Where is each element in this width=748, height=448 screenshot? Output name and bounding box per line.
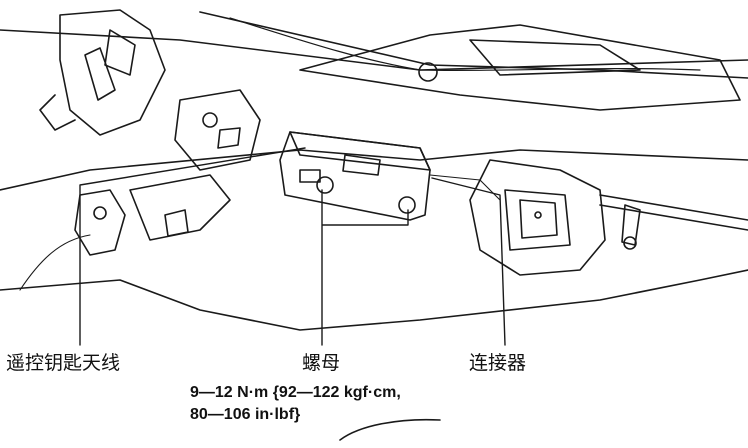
- antenna-leader: [79, 147, 306, 346]
- torque-spec-line1: 9—12 N·m {92—122 kgf·cm,: [190, 384, 401, 401]
- bottom-curve: [339, 418, 441, 441]
- nut-leader: [321, 189, 409, 346]
- upper-left-bracket: [59, 9, 166, 136]
- upper-right-panel: [299, 24, 741, 111]
- right-rail: [599, 194, 748, 221]
- left-bolt: [93, 206, 107, 220]
- antenna-label: 遥控钥匙天线: [6, 352, 121, 374]
- right-rail-2: [599, 204, 748, 231]
- top-rail-2: [199, 11, 748, 79]
- antenna-window: [299, 169, 321, 183]
- cable-clip: [418, 62, 438, 82]
- bracket-inner: [84, 47, 116, 101]
- nut-label: 螺母: [302, 352, 341, 374]
- left-wire: [19, 234, 91, 291]
- handle-bar: [39, 94, 76, 131]
- right-bracket-hole: [534, 211, 542, 219]
- bracket-hole-1: [217, 127, 241, 149]
- left-bracket: [74, 189, 126, 256]
- right-bracket: [469, 159, 606, 276]
- right-bracket-inner: [504, 189, 571, 251]
- panel-recess: [469, 39, 641, 76]
- antenna-unit: [279, 131, 431, 221]
- floor-contour: [129, 174, 231, 241]
- floor-slot: [164, 209, 189, 237]
- connector-label: 连接器: [469, 352, 527, 374]
- nut-right: [398, 196, 416, 214]
- connector-leader: [431, 177, 506, 346]
- cable: [229, 17, 701, 72]
- nut-left: [316, 176, 334, 194]
- middle-bracket: [174, 89, 261, 171]
- floor-panel-edge: [0, 269, 748, 331]
- antenna-wire: [429, 174, 501, 201]
- right-bracket-recess: [519, 199, 558, 239]
- antenna-connector-block: [342, 154, 381, 176]
- antenna-top-face: [289, 131, 431, 171]
- right-post-bolt: [623, 236, 637, 250]
- floor-panel: [0, 149, 748, 191]
- bracket-slot: [104, 29, 136, 76]
- top-rail: [0, 29, 748, 71]
- torque-spec-line2: 80—106 in·lbf}: [190, 406, 301, 423]
- bracket-bolt: [202, 112, 218, 128]
